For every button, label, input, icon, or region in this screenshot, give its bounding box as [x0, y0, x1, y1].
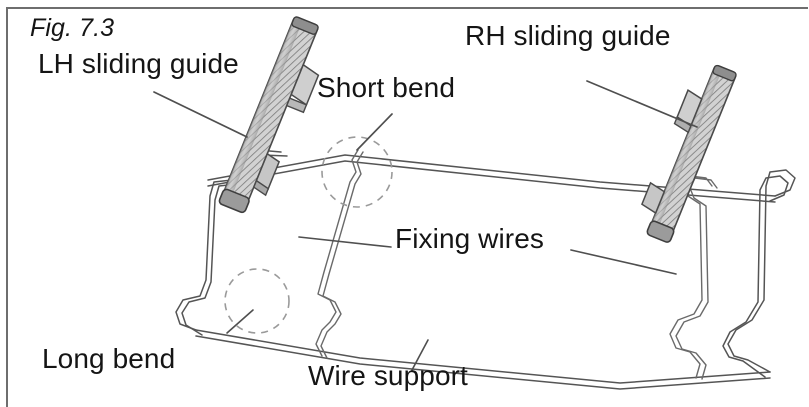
fixing-wire-left: [315, 149, 364, 359]
long-bend-highlight-circle: [224, 268, 290, 334]
callout-long-bend: Long bend: [42, 343, 176, 374]
callout-short-bend: Short bend: [317, 72, 455, 103]
callout-rh-sliding-guide: RH sliding guide: [465, 20, 671, 51]
callout-lh-sliding-guide: LH sliding guide: [38, 48, 239, 79]
callout-fixing-wires: Fixing wires: [395, 223, 545, 254]
figure-number: Fig. 7.3: [30, 14, 115, 42]
leader-lines: [153, 80, 698, 371]
panel-border: [6, 7, 808, 407]
rh-sliding-guide-rail: [641, 64, 737, 243]
short-bend-highlight-circle: [321, 136, 393, 208]
leader-rh-sliding-guide: [586, 80, 698, 128]
leader-wire-support: [411, 339, 429, 371]
leader-short-bend: [356, 113, 393, 151]
leader-lh-sliding-guide: [153, 91, 248, 138]
callout-wire-support: Wire support: [308, 360, 468, 391]
leader-fixing-wires-right: [570, 249, 677, 275]
leader-fixing-wires-left: [298, 236, 392, 248]
lh-sliding-guide-rail: [218, 16, 320, 214]
leader-long-bend: [226, 309, 254, 334]
